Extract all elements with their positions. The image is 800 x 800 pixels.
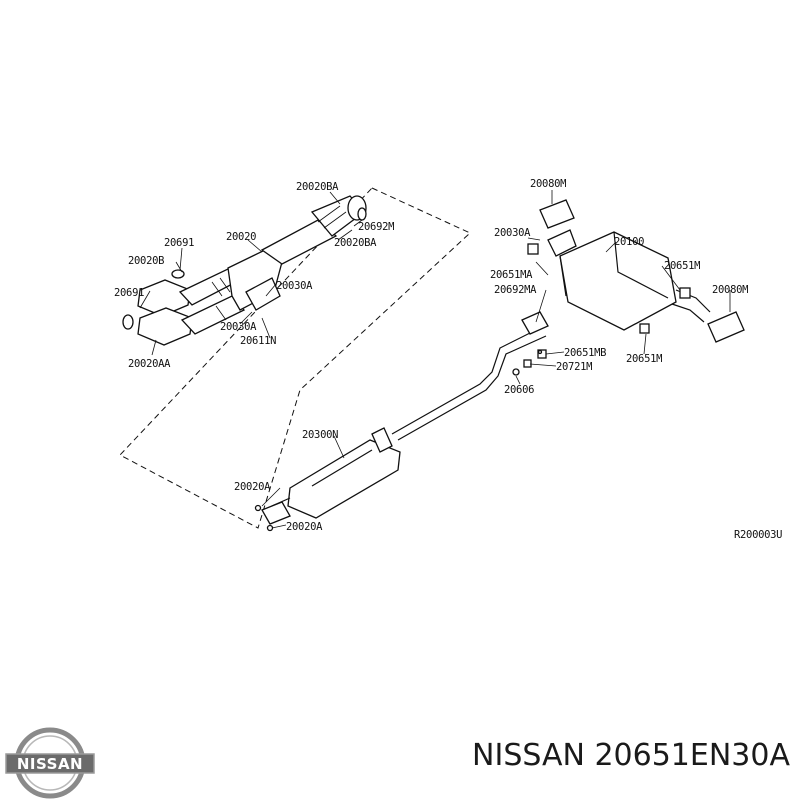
callout-label: 20020B	[128, 255, 164, 267]
assembly-outline	[119, 187, 471, 529]
callout-label: 20020BA	[296, 181, 339, 193]
callout-label: 20606	[504, 384, 534, 396]
callout-label: 20020A	[286, 521, 323, 533]
leader-lines	[139, 190, 731, 529]
callout-label: 20651M	[626, 353, 662, 365]
diagram-reference-code: R200003U	[734, 529, 782, 541]
product-title: NISSAN 20651EN30A	[472, 738, 790, 773]
logo-bar	[5, 753, 95, 774]
nissan-logo: NISSAN	[5, 727, 95, 799]
rear-muffler-assembly	[527, 199, 745, 343]
callout-label: 20020	[226, 231, 256, 243]
front-pipe-catalyst	[122, 195, 367, 346]
callout-label: 20721M	[556, 361, 592, 373]
callout-label: 20030A	[220, 321, 257, 333]
callout-label: 20020BA	[334, 237, 377, 249]
callout-label: 20651MB	[564, 347, 606, 359]
callout-label: 20692MA	[494, 284, 537, 296]
logo-text: NISSAN	[17, 755, 83, 773]
callout-label: 20080M	[530, 178, 566, 190]
callout-labels: 20020BA 20020 20692M 20020BA 20691 20020…	[114, 178, 782, 541]
callout-label: 20030A	[494, 227, 531, 239]
callout-label: 20692M	[358, 221, 394, 233]
hanger-hardware	[512, 349, 547, 376]
callout-label: 20300N	[302, 429, 338, 441]
center-muffler-assembly	[254, 311, 549, 532]
callout-label: 20651MA	[490, 269, 533, 281]
callout-label: 20030A	[276, 280, 313, 292]
callout-label: 20611N	[240, 335, 276, 347]
callout-label: 20080M	[712, 284, 748, 296]
callout-label: 20691	[114, 287, 144, 299]
callout-label: 20100	[614, 236, 644, 248]
callout-label: 20020A	[234, 481, 271, 493]
callout-label: 20651M	[664, 260, 700, 272]
callout-label: 20020AA	[128, 358, 171, 370]
callout-label: 20691	[164, 237, 194, 249]
